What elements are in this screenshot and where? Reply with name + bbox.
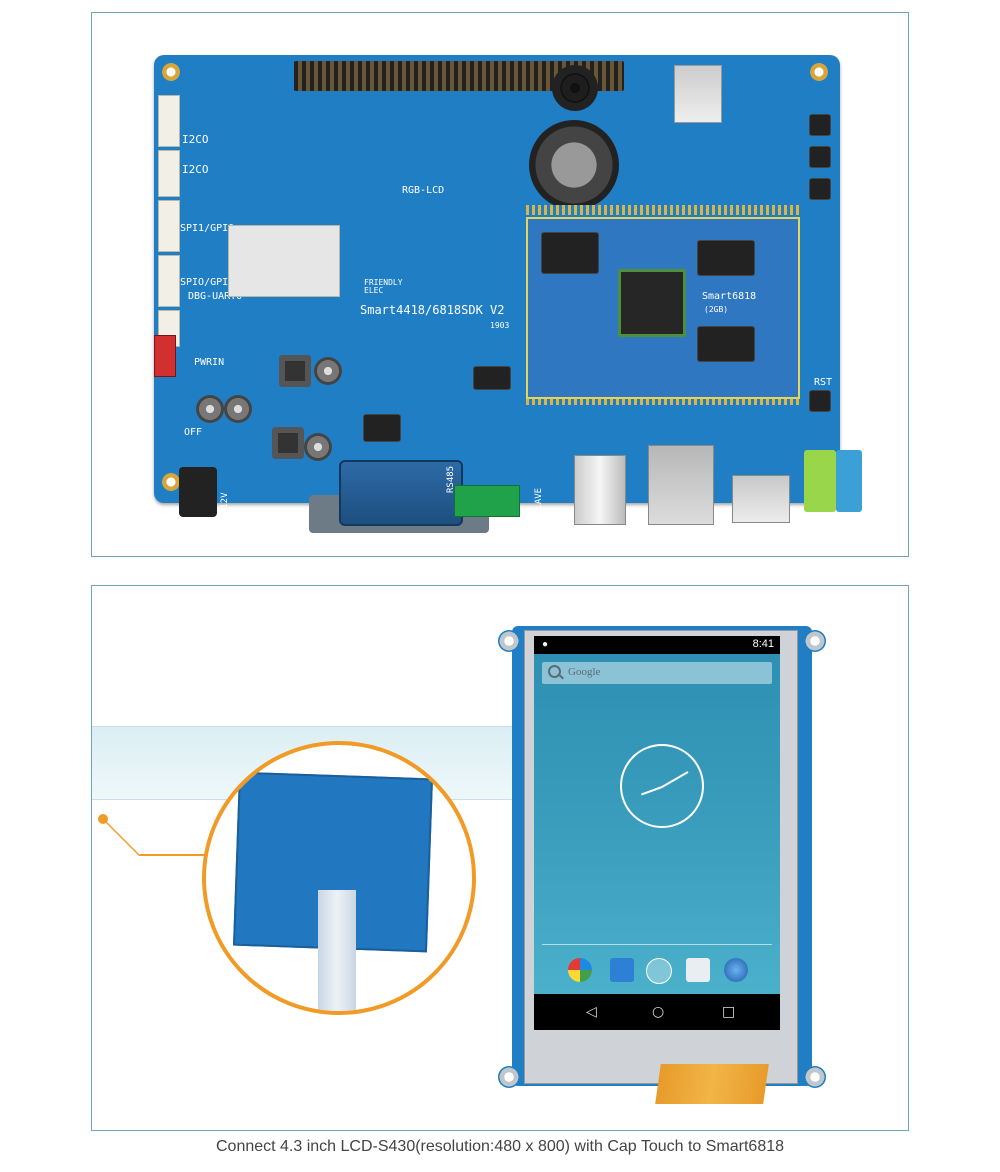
board-photo-frame: I2CO I2CO SPI1/GPIO SPIO/GPIO DBG-UART0 …	[91, 12, 909, 557]
dock-divider	[542, 944, 772, 945]
lcd-photo-frame: ● 8:41 Google ◁ ○ □	[91, 585, 909, 1131]
status-time: 8:41	[752, 638, 774, 650]
clock-hand	[640, 786, 663, 796]
nav-bar: ◁ ○ □	[534, 994, 780, 1030]
ic-chip	[364, 415, 400, 441]
rtc-battery	[529, 120, 619, 210]
ribbon-cable	[318, 890, 356, 1011]
silk-spi-gpio: SPI1/GPIO	[180, 223, 235, 234]
audio-jack-blue	[836, 450, 862, 512]
silk-i2c0: I2CO	[182, 133, 209, 146]
mount-hole	[498, 1066, 520, 1088]
terminal-block	[454, 485, 520, 517]
silk-dc: DC-12V	[220, 492, 230, 525]
chrome-icon	[568, 958, 592, 982]
status-bar: ● 8:41	[534, 636, 780, 654]
memory-chip	[698, 241, 754, 275]
button	[810, 147, 830, 167]
mount-hole	[498, 630, 520, 652]
core-model-silk: Smart6818	[702, 291, 757, 302]
recent-apps-icon: □	[722, 1004, 736, 1020]
dc-power-jack	[179, 467, 217, 517]
clock-widget	[620, 744, 704, 828]
mount-hole	[162, 473, 180, 491]
silk-off: OFF	[184, 427, 203, 438]
usb-port	[574, 455, 626, 525]
button	[810, 179, 830, 199]
capacitor	[314, 357, 342, 385]
inductor	[279, 355, 311, 387]
mount-hole	[810, 63, 828, 81]
mount-hole	[804, 630, 826, 652]
caption: Connect 4.3 inch LCD-S430(resolution:480…	[215, 1138, 785, 1155]
ic-chip	[474, 367, 510, 389]
connector	[158, 200, 180, 252]
ethernet-port	[648, 445, 714, 525]
connector	[158, 255, 180, 307]
lcd-screen: ● 8:41 Google ◁ ○ □	[534, 636, 780, 1030]
silk-debug-uart: DBG-UART0	[188, 291, 243, 302]
callout-dot	[98, 814, 108, 824]
play-store-icon	[686, 958, 710, 982]
contacts-icon	[610, 958, 634, 982]
search-bar: Google	[542, 662, 772, 684]
brand-logo-text: FRIENDLY ELEC	[364, 278, 403, 295]
pin-row	[526, 205, 800, 215]
silk-rs485: RS485	[446, 465, 456, 493]
mini-pcie-slot	[228, 225, 340, 297]
zoom-circle	[202, 741, 476, 1015]
capacitor	[304, 433, 332, 461]
board-model-silk: Smart4418/6818SDK V2	[360, 303, 505, 317]
reset-button	[810, 391, 830, 411]
memory-chip	[542, 233, 598, 273]
clock-hand	[661, 771, 689, 788]
cpu-chip	[618, 269, 686, 337]
callout-line	[140, 854, 206, 856]
connector	[158, 95, 180, 147]
home-screen: Google	[534, 654, 780, 994]
silk-i2c0-b: I2CO	[182, 163, 209, 176]
home-icon: ○	[652, 1004, 665, 1020]
core-memory-silk: (2GB)	[704, 305, 729, 314]
audio-jack-green	[804, 450, 836, 512]
core-module: Smart6818 (2GB)	[526, 217, 800, 399]
search-icon	[548, 665, 561, 678]
notification-icon: ●	[542, 639, 549, 650]
silk-version: 1903	[490, 321, 510, 330]
connector	[158, 150, 180, 197]
app-drawer-icon	[646, 958, 672, 984]
search-placeholder: Google	[568, 666, 601, 678]
serial-port	[339, 460, 463, 526]
back-icon: ◁	[586, 1004, 597, 1020]
mount-hole	[162, 63, 180, 81]
browser-icon	[724, 958, 748, 982]
inductor	[272, 427, 304, 459]
silk-slave: SLAVE	[534, 487, 544, 515]
dev-board: I2CO I2CO SPI1/GPIO SPIO/GPIO DBG-UART0 …	[154, 55, 862, 533]
capacitor	[224, 395, 252, 423]
button	[810, 115, 830, 135]
buzzer	[552, 65, 598, 111]
callout-line	[103, 820, 141, 856]
memory-chip	[698, 327, 754, 361]
silk-rst: RST	[814, 377, 833, 388]
pin-row	[526, 395, 800, 405]
lcd-flex-cable	[655, 1064, 769, 1104]
hdmi-port	[732, 475, 790, 523]
power-connector	[154, 335, 176, 377]
mount-hole	[804, 1066, 826, 1088]
silk-pwrin: PWRIN	[194, 357, 225, 368]
sd-card-slot	[674, 65, 722, 123]
silk-spio-gpio: SPIO/GPIO	[180, 277, 235, 288]
silk-rgb-lcd: RGB-LCD	[402, 185, 445, 196]
capacitor	[196, 395, 224, 423]
